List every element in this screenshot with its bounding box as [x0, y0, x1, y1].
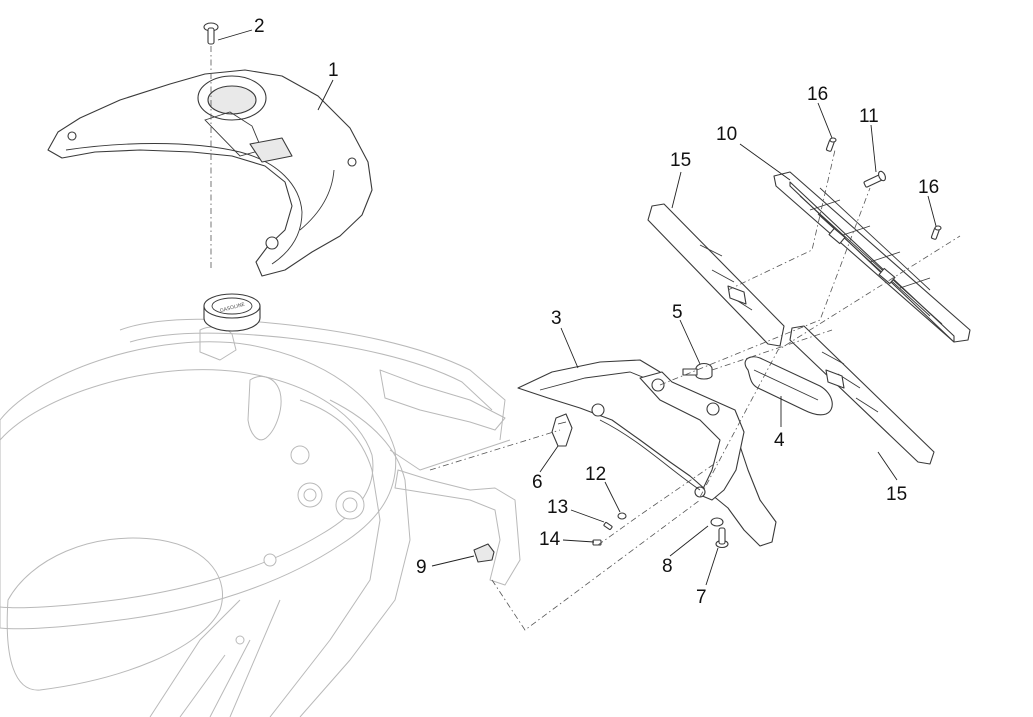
callout-labels: 2 1 3 5 4 6 7 8 9 10 11 12 13 14 15 15 1… [254, 16, 939, 608]
part-16-screw-lower [930, 225, 942, 240]
scooter-frame-ghost [0, 318, 521, 717]
small-fasteners-12-13-14 [592, 512, 627, 546]
part-15-gasket-lower [789, 325, 935, 465]
callout-7: 7 [696, 587, 707, 608]
callout-6: 6 [532, 472, 543, 493]
callout-2: 2 [254, 16, 265, 37]
part-5-bolt [682, 362, 713, 380]
callout-1: 1 [328, 60, 339, 81]
assembly-axis-lines [429, 149, 961, 631]
part-6-clip [551, 413, 573, 447]
part-15-gasket-upper [647, 203, 785, 347]
part-10-plate-bracket [773, 171, 971, 343]
callout-15-lower: 15 [886, 484, 907, 505]
callout-16-upper: 16 [807, 84, 828, 105]
part-7-screw [715, 527, 729, 549]
part-8-washer [710, 517, 724, 527]
callout-5: 5 [672, 302, 683, 323]
part-3-license-support [517, 359, 777, 547]
fuel-tank-cap: GASOLINE [203, 293, 261, 332]
callout-12: 12 [585, 464, 606, 485]
callout-16-lower: 16 [918, 177, 939, 198]
callout-14: 14 [539, 529, 561, 550]
callout-4: 4 [774, 430, 785, 451]
part-16-screw-upper [825, 137, 837, 152]
callout-11: 11 [859, 106, 879, 127]
callout-10: 10 [716, 124, 737, 145]
callout-9: 9 [416, 557, 427, 578]
part-1-tank-cover [47, 69, 373, 277]
callout-3: 3 [551, 308, 562, 329]
callout-15-upper: 15 [670, 150, 691, 171]
callout-8: 8 [662, 556, 673, 577]
part-9-clip [473, 543, 495, 563]
part-11-bolt [863, 170, 886, 188]
part-2-screw [203, 22, 219, 45]
leader-lines [217, 29, 937, 586]
callout-13: 13 [547, 497, 568, 518]
